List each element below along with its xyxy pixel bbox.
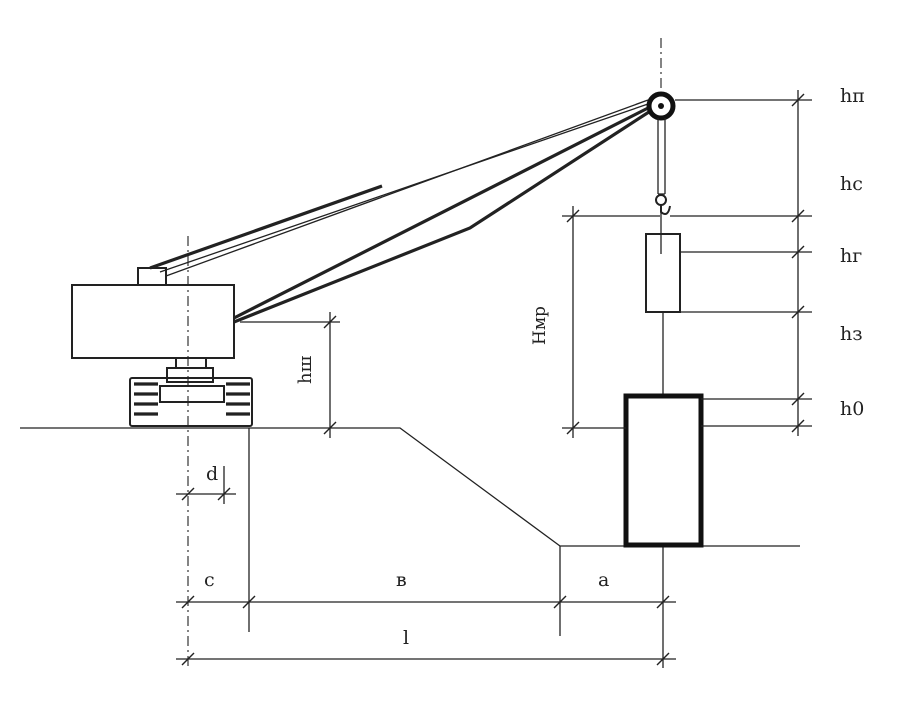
label-a: a	[598, 569, 609, 591]
vertical-dimension-chain	[670, 90, 812, 436]
label-h0: h0	[840, 398, 864, 420]
boom-tip-pulley	[646, 91, 676, 121]
cba-dimension	[176, 428, 676, 636]
label-hc: hc	[840, 173, 863, 195]
label-hmp: Hмр	[530, 306, 550, 345]
lifted-load	[645, 233, 681, 313]
label-hsh: hш	[295, 355, 316, 384]
label-hg: hг	[840, 245, 862, 267]
hmp-dimension	[562, 206, 660, 438]
label-d: d	[206, 463, 218, 485]
hsh-dimension	[240, 312, 340, 438]
crane-cab	[71, 284, 235, 359]
crane-mast	[137, 267, 167, 286]
crane-boom	[149, 99, 653, 324]
structure-column	[623, 393, 704, 548]
crane-hook	[655, 194, 671, 234]
crane-tracks	[129, 377, 253, 427]
label-hz: hз	[840, 323, 863, 345]
label-c: c	[204, 569, 215, 591]
label-hp: hп	[840, 85, 865, 107]
label-l: l	[403, 627, 409, 649]
d-dimension	[176, 466, 236, 504]
hoist-rope	[657, 118, 666, 195]
l-dimension	[176, 652, 676, 666]
label-b: в	[396, 569, 407, 591]
ground-line	[20, 427, 800, 547]
